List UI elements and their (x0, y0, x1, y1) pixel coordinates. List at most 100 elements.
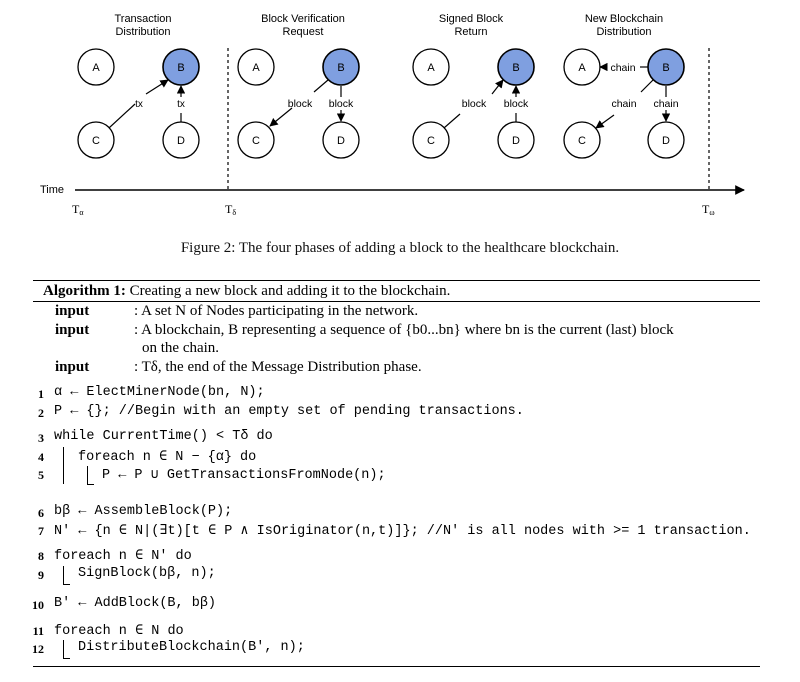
line-number: 5 (38, 468, 44, 482)
line-number: 12 (32, 642, 44, 656)
node-c-circle (563, 121, 601, 159)
edge-label: block (329, 98, 354, 110)
edge-c-b (443, 113, 461, 129)
node-a-label: A (427, 62, 435, 74)
edge-label: block (288, 98, 313, 110)
node-a-label: A (578, 62, 586, 74)
foreach-block-end-2 (63, 584, 70, 585)
node-c-circle (77, 121, 115, 159)
input-keyword-1: input (55, 303, 90, 319)
edge-label: chain (610, 62, 635, 74)
edge-b-c-arrow (595, 114, 615, 129)
line-number: 11 (32, 624, 44, 638)
code-line-4: foreach n ∈ N − {α} do (78, 450, 257, 465)
edge-c-b-arrow (491, 79, 504, 95)
edge-label: block (462, 98, 487, 110)
edge-b-c (640, 79, 654, 93)
node-d-circle (322, 121, 360, 159)
edge-label: tx (177, 99, 185, 110)
edge-label: tx (135, 99, 143, 110)
algorithm-bottom-rule (33, 666, 760, 667)
node-a-circle (237, 48, 275, 86)
phase-title: Transaction (114, 13, 171, 25)
code-line-5: P ← P ∪ GetTransactionsFromNode(n); (102, 468, 386, 483)
node-a-label: A (92, 62, 100, 74)
code-line-6: bβ ← AssembleBlock(P); (54, 504, 233, 519)
edge-b-c (313, 79, 329, 93)
input-keyword-2: input (55, 322, 90, 338)
algorithm-top-rule (33, 280, 760, 281)
algorithm-title: Algorithm 1: Creating a new block and ad… (43, 283, 450, 300)
input-text-2: : A blockchain, B representing a sequenc… (134, 322, 674, 338)
input-text-3: : Tδ, the end of the Message Distributio… (134, 359, 422, 375)
node-d-circle (647, 121, 685, 159)
node-a-label: A (252, 62, 260, 74)
node-c-label: C (427, 135, 435, 147)
node-b-circle (162, 48, 200, 86)
foreach-block-end-3 (63, 658, 70, 659)
code-line-12: DistributeBlockchain(B′, n); (78, 640, 305, 655)
line-number: 2 (38, 406, 44, 420)
code-line-9: SignBlock(bβ, n); (78, 566, 216, 581)
while-block-bar (63, 447, 64, 484)
time-label-t-omega: Tω (702, 202, 715, 217)
code-line-8: foreach n ∈ N′ do (54, 549, 192, 564)
phase-subtitle: Distribution (115, 26, 170, 38)
code-line-2: P ← {}; //Begin with an empty set of pen… (54, 404, 524, 419)
node-c-label: C (92, 135, 100, 147)
phase-subtitle: Request (283, 26, 324, 38)
line-number: 6 (38, 506, 44, 520)
algorithm-title-rule (33, 301, 760, 302)
foreach-block-bar-3 (63, 640, 64, 658)
edge-label: chain (653, 98, 678, 110)
foreach-block-end (87, 484, 94, 485)
node-d-label: D (177, 135, 185, 147)
code-line-11: foreach n ∈ N do (54, 624, 184, 639)
line-number: 1 (38, 387, 44, 401)
line-number: 9 (38, 568, 44, 582)
phase-title: Block Verification (261, 13, 345, 25)
node-c-label: C (578, 135, 586, 147)
line-number: 7 (38, 524, 44, 538)
input-keyword-3: input (55, 359, 90, 375)
node-b-label: B (512, 62, 519, 74)
line-number: 8 (38, 549, 44, 563)
node-b-circle (322, 48, 360, 86)
phase-title: New Blockchain (585, 13, 663, 25)
node-b-circle (497, 48, 535, 86)
figure-caption: Figure 2: The four phases of adding a bl… (180, 240, 620, 256)
node-b-label: B (177, 62, 184, 74)
node-d-label: D (662, 135, 670, 147)
edge-label: block (504, 98, 529, 110)
phase-title: Signed Block (439, 13, 504, 25)
node-c-circle (412, 121, 450, 159)
node-b-label: B (662, 62, 669, 74)
line-number: 3 (38, 431, 44, 445)
line-number: 4 (38, 450, 44, 464)
input-text-2-cont: on the chain. (142, 340, 220, 356)
node-d-label: D (337, 135, 345, 147)
node-c-label: C (252, 135, 260, 147)
edge-c-b-arrow (145, 79, 169, 95)
time-label-t-alpha: Tα (72, 202, 84, 217)
phase-subtitle: Return (454, 26, 487, 38)
phase-subtitle: Distribution (596, 26, 651, 38)
node-b-label: B (337, 62, 344, 74)
code-line-10: B′ ← AddBlock(B, bβ) (54, 596, 217, 611)
time-axis-label: Time (40, 184, 64, 196)
code-line-3: while CurrentTime() < Tδ do (54, 429, 273, 444)
edge-b-c-arrow (269, 107, 293, 127)
edge-c-b (108, 103, 136, 129)
node-d-label: D (512, 135, 520, 147)
input-text-1: : A set N of Nodes participating in the … (134, 303, 419, 319)
algorithm-label: Algorithm 1: (43, 283, 126, 299)
edge-label: chain (611, 98, 636, 110)
node-a-circle (77, 48, 115, 86)
code-line-1: α ← ElectMinerNode(bn, N); (54, 385, 265, 400)
line-number: 10 (32, 598, 44, 612)
node-c-circle (237, 121, 275, 159)
code-line-7: N′ ← {n ∈ N|(∃t)[t ∈ P ∧ IsOriginator(n,… (54, 524, 751, 539)
foreach-block-bar-2 (63, 566, 64, 584)
node-a-circle (412, 48, 450, 86)
